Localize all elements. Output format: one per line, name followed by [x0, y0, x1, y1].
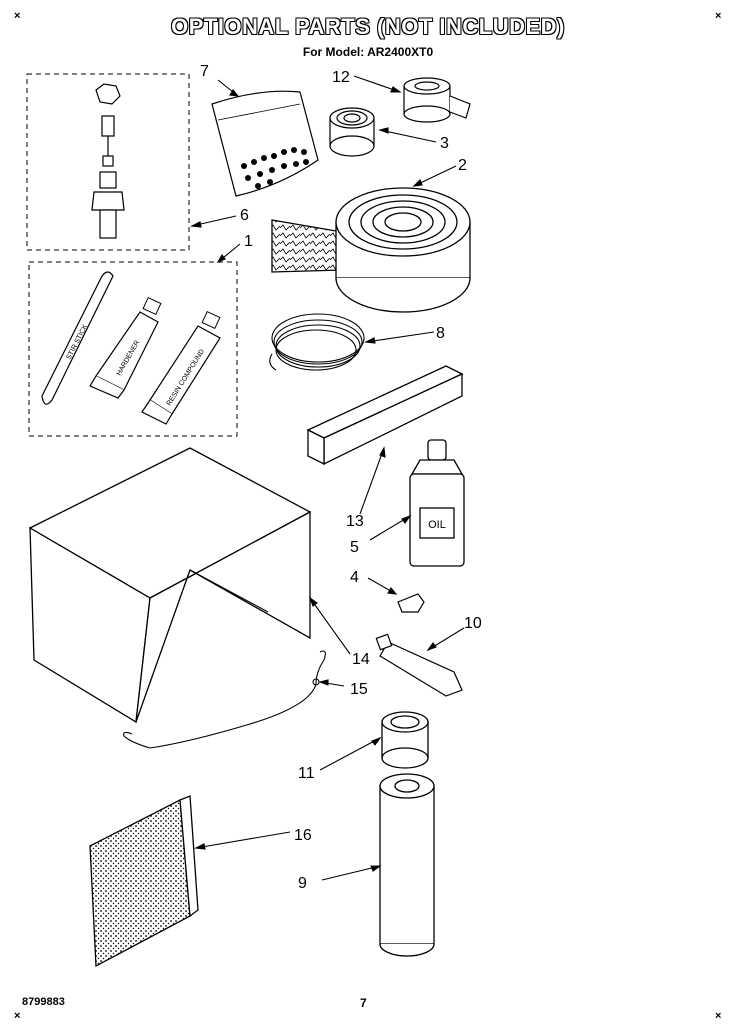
callout-13: 13 [346, 513, 364, 530]
callout-3: 3 [440, 135, 449, 152]
callout-9: 9 [298, 875, 307, 892]
item-7-screw-bag [211, 90, 319, 197]
part-number: 8799883 [22, 996, 65, 1008]
callout-11: 11 [298, 765, 315, 782]
corner-mark-top-left: × [14, 10, 21, 22]
leader-lines [190, 75, 465, 881]
item-16-filter [89, 795, 199, 968]
callout-1: 1 [244, 233, 253, 250]
item-4-nozzle [397, 593, 425, 613]
item-5-oil-bottle: OIL [409, 439, 465, 567]
page-number: 7 [360, 996, 367, 1010]
corner-mark-bottom-left: × [14, 1010, 21, 1022]
item-1-box [28, 261, 238, 437]
callout-10: 10 [464, 615, 482, 632]
item-10-tube [375, 633, 463, 697]
item-12-tape-roll [403, 77, 471, 123]
item-11-cap [381, 711, 429, 769]
item-6-valve-fitting [91, 83, 125, 239]
corner-mark-top-right: × [715, 10, 722, 22]
corner-mark-bottom-right: × [715, 1010, 722, 1022]
callout-2: 2 [458, 157, 467, 174]
callout-12: 12 [332, 69, 350, 86]
oil-label: OIL [428, 519, 446, 531]
page-title: OPTIONAL PARTS (NOT INCLUDED) [171, 14, 565, 39]
callout-4: 4 [350, 569, 359, 586]
item-6-box [26, 73, 190, 251]
item-2-gasket-roll [271, 187, 471, 313]
model-subtitle: For Model: AR2400XT0 [302, 45, 434, 59]
callout-14: 14 [352, 651, 370, 668]
item-3-foam-roll [329, 107, 375, 157]
item-13-foam-block [306, 365, 464, 466]
item-14-cover [28, 447, 312, 724]
hardener-tube: HARDENER [89, 296, 162, 399]
item-15-cord [123, 650, 326, 749]
callout-5: 5 [350, 539, 359, 556]
item-9-can [379, 773, 435, 957]
callout-7: 7 [200, 63, 209, 80]
callout-6: 6 [240, 207, 249, 224]
item-8-coil [269, 313, 365, 371]
callout-8: 8 [436, 325, 445, 342]
callout-15: 15 [350, 681, 368, 698]
callout-16: 16 [294, 827, 312, 844]
